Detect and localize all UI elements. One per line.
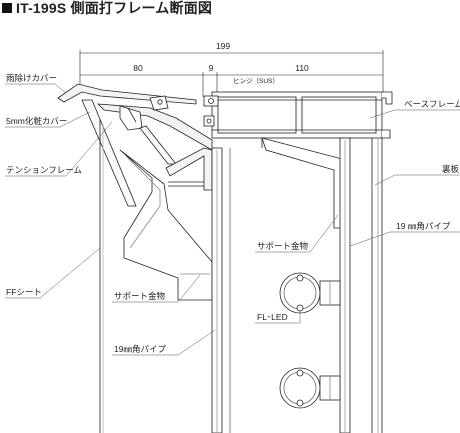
label-support-right: サポート金物	[257, 241, 309, 251]
label-support-left: サポート金物	[114, 291, 166, 301]
led-fixture-1	[279, 272, 341, 314]
label-rain-cover: 雨除けカバー	[6, 73, 57, 83]
dimension-lines	[79, 50, 384, 97]
dim-left: 80	[133, 63, 143, 73]
leader-lines	[5, 83, 460, 356]
diagram-title: IT-199S 側面打フレーム断面図	[16, 0, 213, 16]
label-tension-frame: テンションフレーム	[6, 165, 82, 175]
label-back-board: 裏板	[442, 164, 460, 174]
title-row: IT-199S 側面打フレーム断面図	[2, 0, 212, 16]
led-fixture-2	[279, 367, 341, 409]
frame-structure	[57, 83, 393, 433]
label-decor-cover: 5mm化粧カバー	[6, 116, 67, 126]
label-base-frame: ベースフレーム	[404, 99, 460, 109]
label-hinge: ヒンジ（SUS）	[233, 77, 279, 85]
dim-middle: 9	[209, 63, 214, 73]
title-bullet	[2, 3, 12, 13]
label-ff-sheet: FFシート	[6, 287, 42, 297]
dim-total: 199	[216, 41, 230, 51]
label-pipe-left: 19㎜角パイプ	[114, 344, 166, 354]
label-fl-led: FL･LED	[257, 312, 288, 322]
dim-right: 110	[295, 63, 309, 73]
label-pipe-right: 19 ㎜角パイプ	[396, 221, 451, 231]
